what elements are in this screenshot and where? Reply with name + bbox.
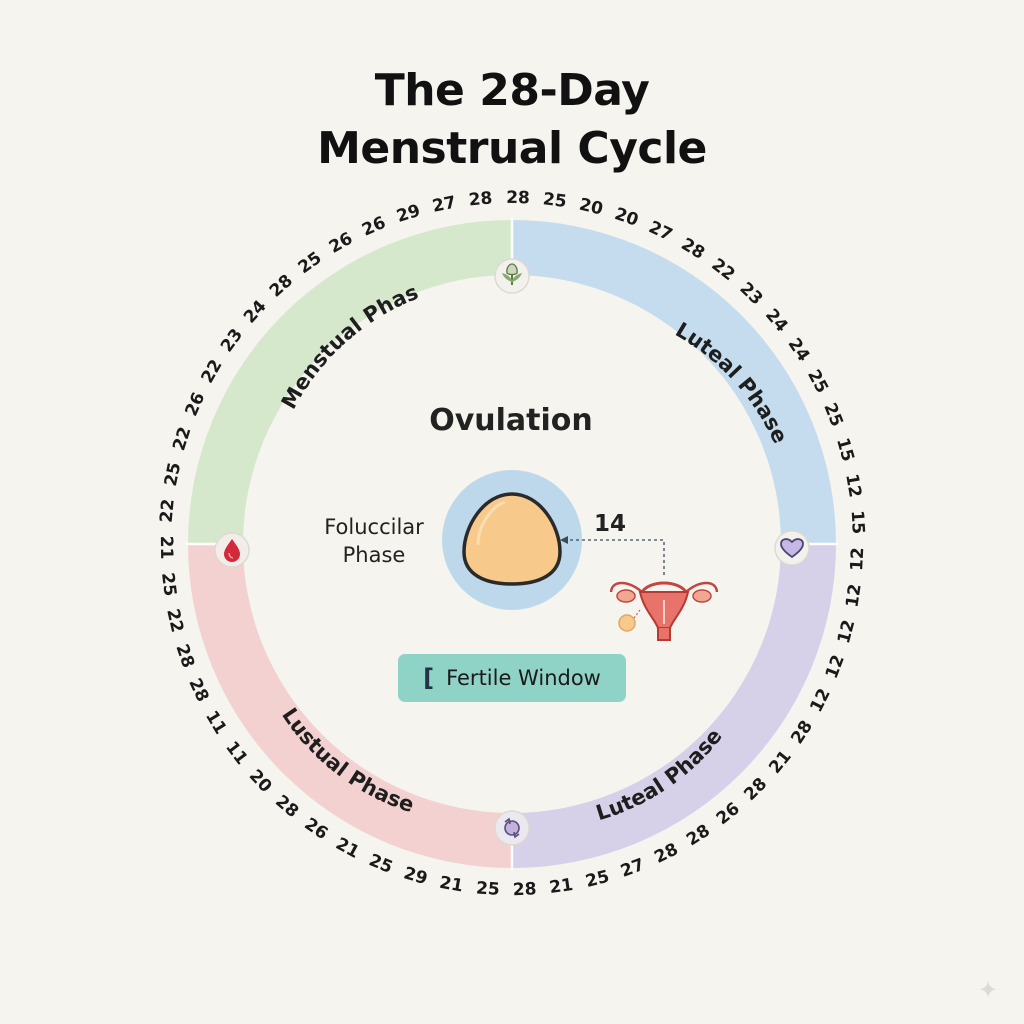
ovulation-day-number: 14: [594, 511, 626, 537]
fertile-window-label: Fertile Window: [446, 666, 601, 690]
day-number: 22: [708, 255, 739, 285]
day-number: 28: [506, 188, 530, 208]
ovulation-label: Ovulation: [429, 403, 593, 438]
day-number: 12: [842, 583, 865, 609]
day-number: 26: [359, 213, 389, 241]
uterus-icon: [609, 581, 719, 641]
day-number: 28: [683, 821, 714, 851]
day-number: 25: [366, 850, 395, 877]
day-number: 23: [736, 278, 767, 309]
sparkle-icon: ✦: [978, 976, 999, 1004]
day-number: 11: [221, 738, 251, 769]
day-number: 12: [806, 685, 835, 715]
day-number: 21: [332, 834, 362, 863]
dashed-pointer: [560, 536, 665, 575]
day-number: 29: [401, 863, 429, 889]
lustual-phase-segment: [188, 544, 512, 868]
day-number: 25: [819, 400, 846, 429]
day-number: 20: [577, 195, 605, 220]
day-number: 12: [822, 652, 849, 681]
follicular-phase-label-line1: Foluccilar: [324, 515, 424, 539]
day-number: 28: [271, 791, 302, 822]
day-number: 22: [198, 356, 227, 386]
day-number: 28: [651, 839, 681, 867]
flower-icon: [494, 258, 530, 294]
day-number: 26: [326, 229, 356, 258]
day-number: 28: [266, 271, 297, 302]
luteal-phase-bottom-segment: [512, 544, 836, 868]
day-number: 28: [740, 774, 771, 805]
page-title: The 28-Day Menstrual Cycle: [0, 62, 1024, 178]
day-number: 26: [713, 799, 744, 829]
day-number: 25: [803, 366, 832, 396]
fertile-window-badge: [ Fertile Window: [398, 654, 626, 702]
day-number: 21: [438, 873, 465, 897]
day-number: 25: [295, 248, 326, 278]
day-number: 21: [548, 875, 574, 898]
menstrual-phase-segment: [188, 220, 512, 544]
follicular-phase-label-line2: Phase: [343, 543, 406, 567]
day-number: 27: [431, 193, 458, 217]
day-number: 28: [677, 234, 708, 263]
day-number: 15: [832, 436, 858, 464]
title-line-1: The 28-Day: [374, 65, 650, 116]
day-number: 20: [612, 204, 641, 231]
day-number: 25: [542, 189, 568, 212]
day-number: 22: [162, 607, 187, 635]
day-number: 24: [784, 335, 814, 366]
luteal-phase-top-segment: [512, 220, 836, 544]
day-number: 27: [618, 855, 647, 882]
bracket-icon: [: [423, 664, 435, 692]
menstual-phase-label: Menstual Phase: [0, 0, 422, 413]
title-line-2: Menstrual Cycle: [317, 123, 707, 174]
day-number: 26: [181, 390, 209, 420]
cycle-arrows-icon: [494, 810, 530, 846]
day-number: 23: [217, 325, 247, 356]
day-number: 12: [834, 618, 859, 646]
heart-icon: [774, 530, 810, 566]
day-number: 25: [157, 571, 180, 597]
day-number: 25: [161, 461, 185, 488]
day-number: 25: [475, 878, 500, 900]
day-number: 28: [513, 879, 537, 900]
day-number: 11: [201, 707, 230, 738]
day-number: 21: [765, 747, 795, 778]
day-number: 28: [171, 642, 198, 671]
day-number: 28: [184, 675, 212, 705]
day-number: 20: [245, 766, 276, 797]
day-number: 24: [761, 305, 792, 336]
blood-drop-icon: [214, 532, 250, 568]
day-number: 12: [841, 472, 865, 499]
day-number: 22: [157, 498, 179, 523]
day-number: 12: [847, 547, 868, 572]
day-number: 28: [787, 717, 817, 748]
day-number: 29: [394, 201, 423, 227]
day-number: 27: [645, 217, 675, 245]
day-number: 24: [240, 296, 271, 327]
day-number: 15: [847, 510, 868, 535]
day-number: 26: [301, 814, 332, 844]
day-number: 25: [584, 867, 612, 892]
day-number: 28: [468, 188, 493, 210]
day-number: 21: [156, 536, 176, 560]
day-number: 22: [169, 424, 195, 453]
